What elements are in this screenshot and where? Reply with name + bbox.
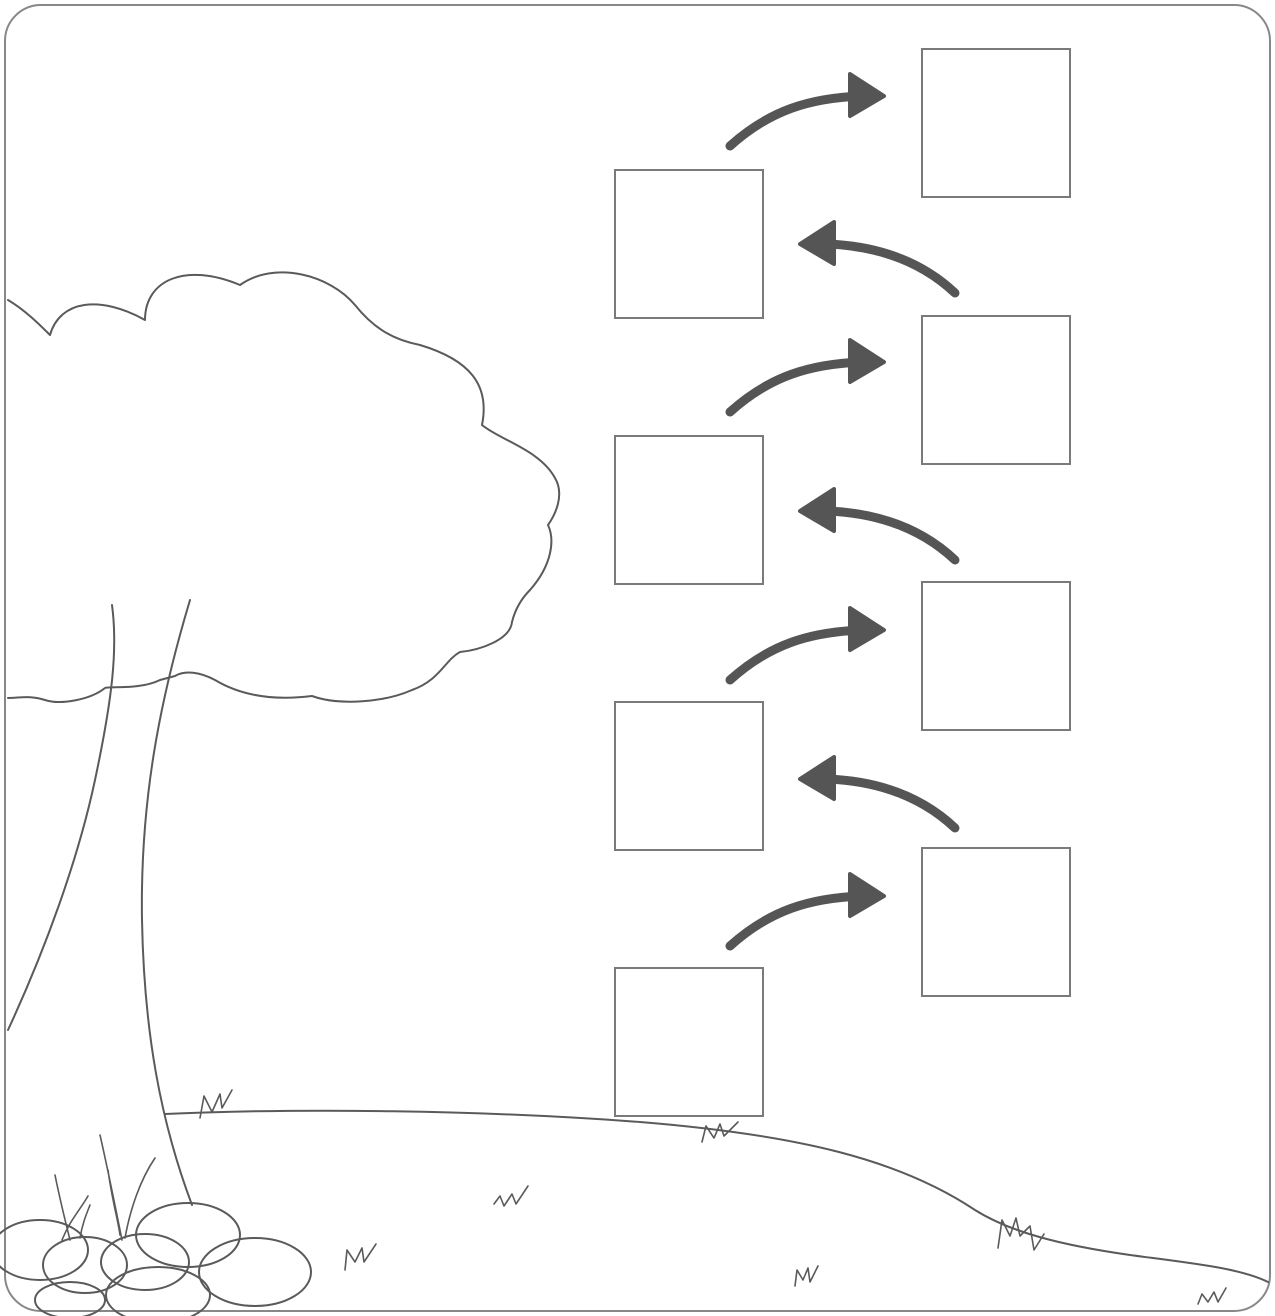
tree-trunk-right <box>140 599 193 1206</box>
tree-trunk-left <box>7 604 116 1031</box>
answer-box-6[interactable] <box>921 581 1071 731</box>
answer-box-3[interactable] <box>614 435 764 585</box>
answer-box-4[interactable] <box>921 315 1071 465</box>
tree-crown <box>7 271 561 703</box>
arrow-right-4 <box>725 872 886 951</box>
arrow-left-1 <box>798 220 960 298</box>
arrow-right-3 <box>725 606 886 685</box>
answer-box-2[interactable] <box>921 48 1071 198</box>
arrow-right-2 <box>725 338 886 417</box>
answer-box-7[interactable] <box>614 967 764 1117</box>
grass-clump <box>54 1134 156 1241</box>
answer-box-5[interactable] <box>614 701 764 851</box>
rocks <box>0 1202 312 1316</box>
answer-box-1[interactable] <box>614 169 764 319</box>
answer-box-8[interactable] <box>921 847 1071 997</box>
grass-tufts <box>199 1089 1227 1305</box>
arrow-right-1 <box>725 72 886 151</box>
arrow-left-3 <box>798 755 960 833</box>
ground-line <box>164 1109 1269 1283</box>
arrow-left-2 <box>798 487 960 565</box>
